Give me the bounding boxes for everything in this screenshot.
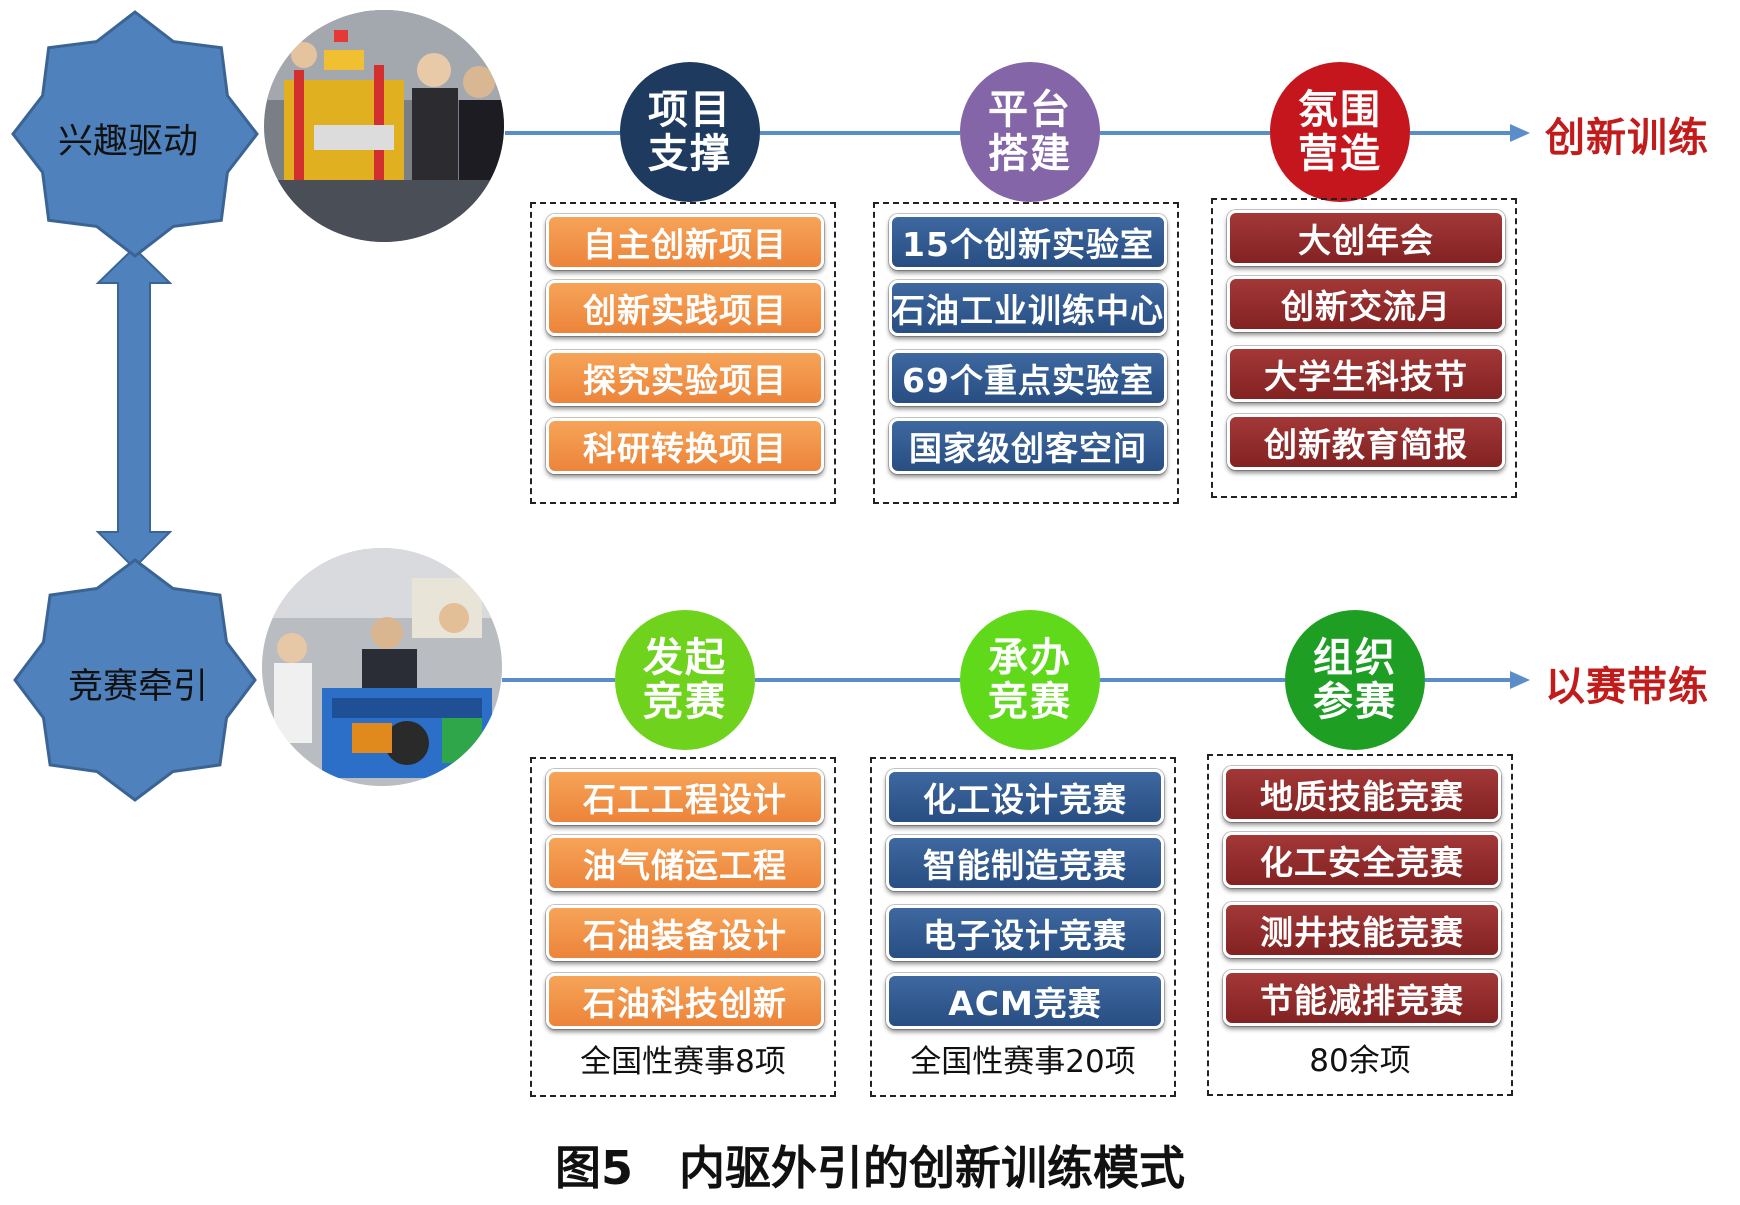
list-item: 大创年会: [1227, 210, 1505, 266]
circle-line: 承办: [988, 635, 1072, 681]
circle-line: 参赛: [1313, 679, 1397, 725]
circle-line: 组织: [1313, 635, 1397, 681]
circle-host-competition: 承办 竞赛: [960, 610, 1100, 750]
box-organized-competitions: 地质技能竞赛 化工安全竞赛 测井技能竞赛 节能减排竞赛 80余项: [1207, 754, 1513, 1096]
list-item: ACM竞赛: [886, 973, 1164, 1029]
circle-launch-competition: 发起 竞赛: [615, 610, 755, 750]
box-platforms: 15个创新实验室 石油工业训练中心 69个重点实验室 国家级创客空间: [873, 202, 1179, 504]
list-item: 油气储运工程: [546, 835, 824, 891]
list-item: 智能制造竞赛: [886, 835, 1164, 891]
list-item: 节能减排竞赛: [1223, 970, 1501, 1026]
list-item: 地质技能竞赛: [1223, 766, 1501, 822]
list-item: 探究实验项目: [546, 350, 824, 406]
star-label-interest: 兴趣驱动: [58, 122, 199, 162]
box-projects: 自主创新项目 创新实践项目 探究实验项目 科研转换项目: [530, 202, 836, 504]
circle-platform-build: 平台 搭建: [960, 62, 1100, 202]
list-item: 69个重点实验室: [889, 350, 1167, 406]
circle-line: 竞赛: [988, 679, 1072, 725]
arrow-head: [1510, 671, 1530, 689]
circle-line: 发起: [643, 635, 727, 681]
circle-line: 平台: [988, 87, 1072, 133]
circle-line: 营造: [1298, 131, 1382, 177]
list-item: 石油科技创新: [546, 973, 824, 1029]
list-item: 大学生科技节: [1227, 346, 1505, 402]
list-item: 电子设计竞赛: [886, 905, 1164, 961]
list-item: 15个创新实验室: [889, 214, 1167, 270]
circle-line: 搭建: [988, 131, 1072, 177]
list-item: 石油工业训练中心: [889, 280, 1167, 336]
box-launched-competitions: 石工工程设计 油气储运工程 石油装备设计 石油科技创新 全国性赛事8项: [530, 757, 836, 1097]
arrow-head: [1510, 124, 1530, 142]
circle-organize-participation: 组织 参赛: [1285, 610, 1425, 750]
list-item: 化工设计竞赛: [886, 769, 1164, 825]
list-item: 创新教育简报: [1227, 414, 1505, 470]
photo-students-equipment: [262, 548, 502, 786]
list-item: 国家级创客空间: [889, 418, 1167, 474]
list-item: 测井技能竞赛: [1223, 902, 1501, 958]
box-note: 全国性赛事8项: [580, 1044, 786, 1080]
list-item: 化工安全竞赛: [1223, 832, 1501, 888]
list-item: 科研转换项目: [546, 418, 824, 474]
end-label-competition-practice: 以赛带练: [1545, 664, 1709, 710]
star-shape: [13, 558, 257, 802]
box-note: 80余项: [1309, 1043, 1411, 1079]
list-item: 石油装备设计: [546, 905, 824, 961]
box-note: 全国性赛事20项: [910, 1044, 1136, 1080]
circle-line: 氛围: [1298, 87, 1382, 133]
box-hosted-competitions: 化工设计竞赛 智能制造竞赛 电子设计竞赛 ACM竞赛 全国性赛事20项: [870, 757, 1176, 1097]
list-item: 石工工程设计: [546, 769, 824, 825]
circle-line: 项目: [648, 87, 732, 133]
photo-students-model: [264, 10, 504, 242]
end-label-innovation-training: 创新训练: [1545, 115, 1709, 161]
star-label-competition: 竞赛牵引: [68, 667, 209, 707]
circle-project-support: 项目 支撑: [620, 62, 760, 202]
figure-caption: 图5 内驱外引的创新训练模式: [554, 1141, 1185, 1195]
list-item: 创新实践项目: [546, 280, 824, 336]
circle-line: 竞赛: [643, 679, 727, 725]
star-shape: [11, 10, 259, 258]
double-arrow: [95, 246, 173, 570]
circle-atmosphere: 氛围 营造: [1270, 62, 1410, 202]
list-item: 创新交流月: [1227, 276, 1505, 332]
list-item: 自主创新项目: [546, 214, 824, 270]
box-atmosphere: 大创年会 创新交流月 大学生科技节 创新教育简报: [1211, 198, 1517, 498]
circle-line: 支撑: [648, 131, 732, 177]
